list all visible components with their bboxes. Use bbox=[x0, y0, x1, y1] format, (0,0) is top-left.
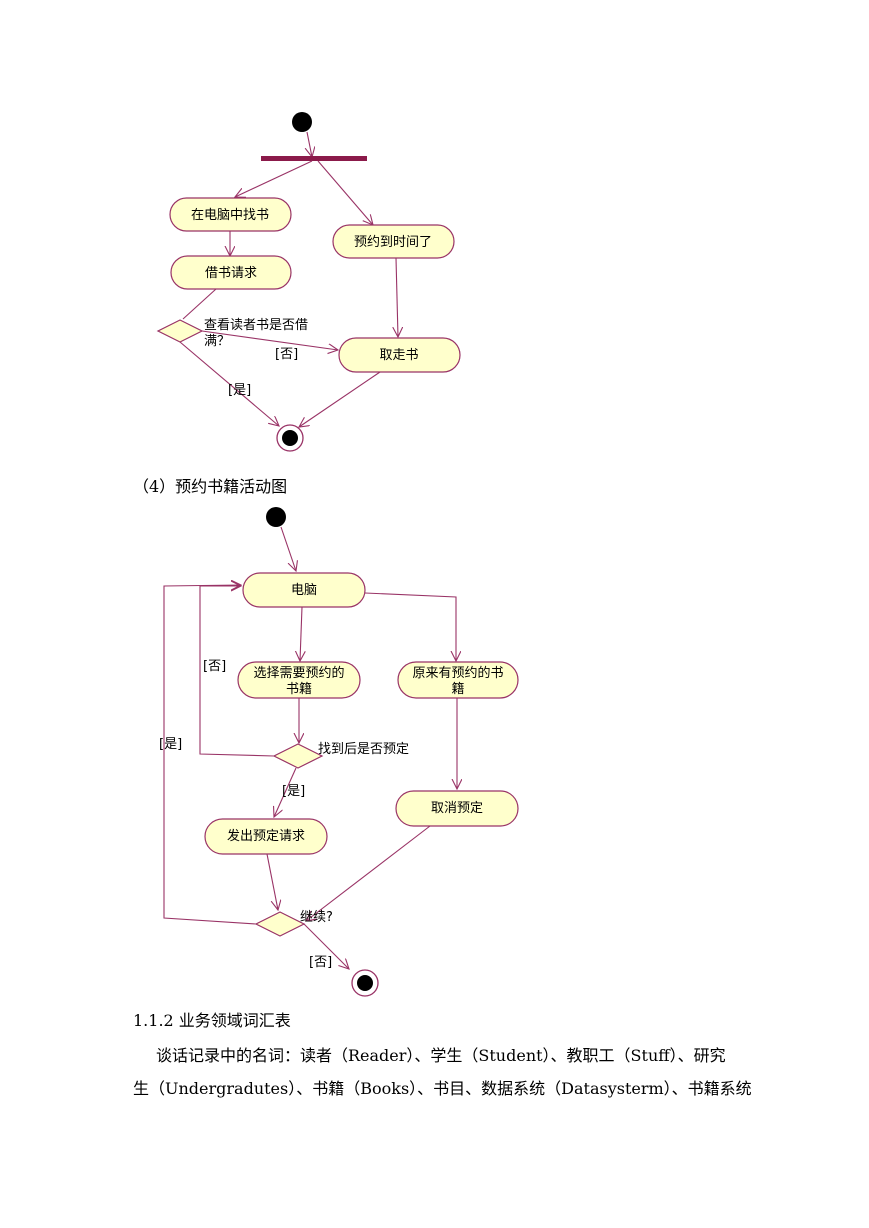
activity-take-book-label: 取走书 bbox=[379, 348, 418, 363]
edge bbox=[317, 160, 373, 225]
activity-borrow-request bbox=[170, 255, 292, 290]
decision-continue bbox=[254, 911, 306, 937]
decision-continue-label: 继续? bbox=[300, 910, 333, 925]
activity-find-book-label: 在电脑中找书 bbox=[191, 208, 269, 223]
activity-existing-reservation-label-1: 原来有预约的书 bbox=[412, 665, 503, 681]
edge bbox=[182, 288, 217, 320]
activity-computer-label: 电脑 bbox=[291, 583, 317, 598]
activity-existing-reservation bbox=[397, 661, 519, 699]
activity-existing-reservation-label-2: 籍 bbox=[451, 681, 464, 697]
activity-choose-book-label-1: 选择需要预约的 bbox=[253, 665, 344, 681]
edge bbox=[179, 341, 279, 426]
activity-send-request bbox=[204, 818, 328, 855]
edge bbox=[306, 825, 431, 921]
decision-borrow-full-label-1: 查看读者书是否借 bbox=[204, 317, 308, 333]
activity-borrow-request-label: 借书请求 bbox=[205, 266, 257, 281]
fork-bar bbox=[261, 156, 367, 161]
edge bbox=[199, 586, 275, 757]
start-node bbox=[292, 112, 312, 132]
end-node-inner bbox=[357, 975, 373, 991]
guard-no-end: [否] bbox=[309, 955, 332, 970]
edge bbox=[266, 853, 278, 910]
decision-borrow-full-label-2: 满？ bbox=[204, 334, 230, 349]
guard-no-left: [否] bbox=[203, 659, 226, 674]
edge bbox=[396, 257, 398, 337]
activity-cancel-reservation bbox=[395, 790, 519, 827]
activity-send-request-label: 发出预定请求 bbox=[227, 828, 305, 844]
figure-caption: （4）预约书籍活动图 bbox=[133, 477, 288, 496]
edge bbox=[300, 606, 302, 661]
activity-choose-book-label-2: 书籍 bbox=[286, 681, 312, 697]
edge bbox=[274, 767, 297, 817]
decision-reserve-after-found bbox=[272, 743, 324, 769]
edge bbox=[280, 526, 296, 571]
activity-reserved-time-label: 预约到时间了 bbox=[354, 235, 432, 250]
activity-take-book bbox=[338, 337, 461, 373]
section-heading: 1.1.2 业务领域词汇表 bbox=[133, 1011, 291, 1030]
decision-reserve-after-found-label: 找到后是否预定 bbox=[318, 742, 409, 757]
edge bbox=[299, 371, 381, 427]
edge bbox=[307, 131, 312, 157]
activity-computer bbox=[242, 572, 366, 608]
edge bbox=[163, 585, 257, 925]
start-node bbox=[266, 507, 286, 527]
edge bbox=[364, 592, 456, 661]
guard-yes-found: [是] bbox=[282, 784, 305, 799]
guard-yes: [是] bbox=[228, 383, 251, 398]
edge bbox=[303, 923, 349, 969]
activity-cancel-reservation-label: 取消预定 bbox=[431, 801, 483, 816]
end-node-inner bbox=[282, 430, 298, 446]
decision-borrow-full bbox=[156, 319, 204, 343]
paragraph-line-2: 生（Undergradutes）、书籍（Books）、书目、数据系统（Datas… bbox=[133, 1079, 752, 1098]
guard-no: [否] bbox=[275, 347, 298, 362]
paragraph-line-1: 谈话记录中的名词：读者（Reader）、学生（Student）、教职工（Stuf… bbox=[156, 1046, 726, 1065]
diagram-1: 在电脑中找书 预约到时间了 借书请求 查看读者书是否借 满？ [否] 取走书 [… bbox=[156, 112, 461, 452]
diagram-2: 电脑 选择需要预约的 书籍 原来有预约的书 籍 找到后是否预定 [否] [是] … bbox=[159, 507, 519, 997]
edge bbox=[201, 330, 338, 350]
edge bbox=[235, 160, 313, 197]
guard-yes-left: [是] bbox=[159, 737, 182, 752]
activity-reserved-time bbox=[332, 224, 455, 259]
